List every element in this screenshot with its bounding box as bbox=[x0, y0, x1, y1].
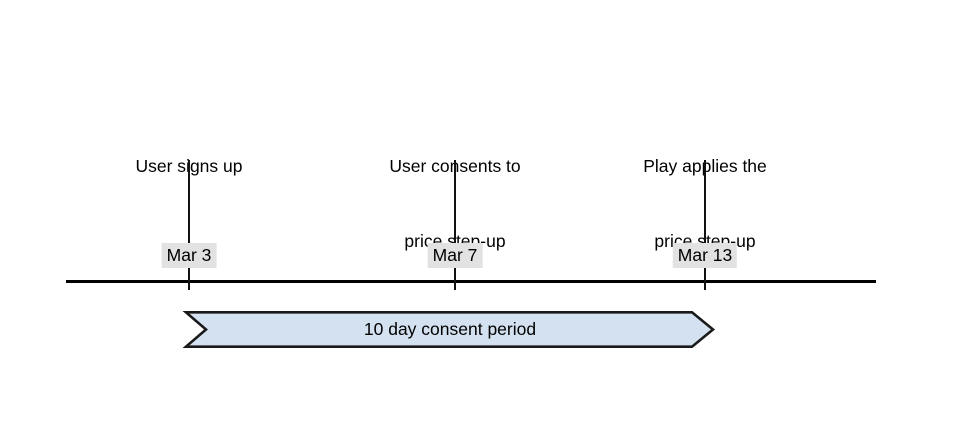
event-date-consent: Mar 7 bbox=[427, 243, 483, 268]
banner-arrow-shape bbox=[182, 310, 716, 349]
event-tick-consent bbox=[454, 160, 457, 290]
event-label-line: Play applies the bbox=[643, 156, 767, 176]
event-tick-apply bbox=[704, 160, 707, 290]
event-label-line: User signs up bbox=[135, 156, 243, 176]
event-tick-signup bbox=[188, 160, 191, 290]
event-date-signup: Mar 3 bbox=[161, 243, 217, 268]
event-date-apply: Mar 13 bbox=[672, 243, 738, 268]
consent-period-banner[interactable]: 10 day consent period bbox=[182, 310, 716, 349]
event-label-signup: User signs up bbox=[74, 104, 304, 229]
event-label-line: User consents to bbox=[389, 156, 521, 176]
timeline-axis bbox=[66, 280, 876, 283]
